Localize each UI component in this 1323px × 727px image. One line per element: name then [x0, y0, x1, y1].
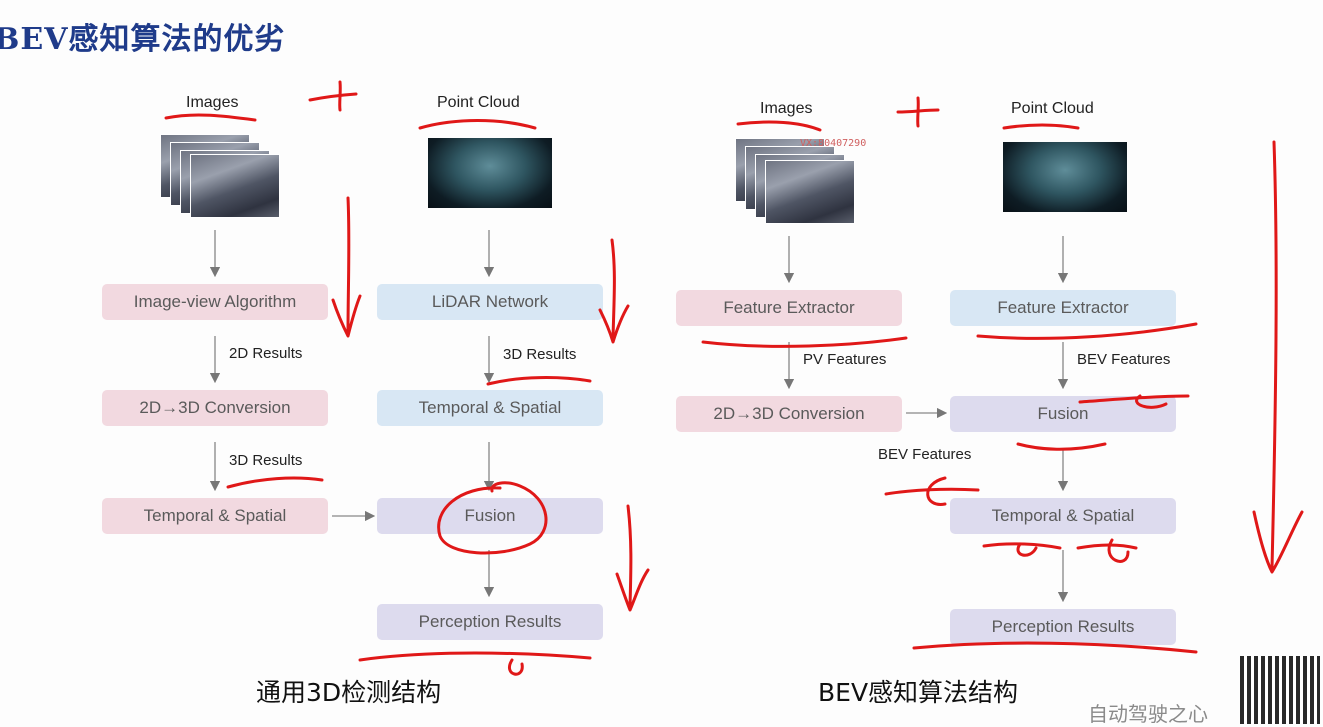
left-2d-results-label: 2D Results: [229, 345, 303, 362]
right-conversion-box: 2D→3D Conversion: [676, 396, 902, 432]
left-pointcloud-image: [428, 138, 552, 208]
right-fusion-box: Fusion: [950, 396, 1176, 432]
left-temporal-right-box: Temporal & Spatial: [377, 390, 603, 426]
right-perception-box: Perception Results: [950, 609, 1176, 645]
left-conversion-box: 2D→3D Conversion: [102, 390, 328, 426]
right-caption: BEV感知算法结构: [818, 678, 1019, 707]
right-feature-right-box: Feature Extractor: [950, 290, 1176, 326]
overlay-id-text: VX:80407290: [800, 138, 867, 149]
left-lidar-box: LiDAR Network: [377, 284, 603, 320]
left-images-label: Images: [186, 94, 239, 111]
watermark-text: 自动驾驶之心: [1088, 702, 1208, 726]
right-feature-left-box: Feature Extractor: [676, 290, 902, 326]
page-title: BEV感知算法的优劣: [0, 22, 286, 57]
hand-annotations: [164, 80, 1304, 676]
right-bev-features-label-a: BEV Features: [1077, 351, 1171, 368]
right-pointcloud-image: [1003, 142, 1127, 212]
left-3d-results-label-b: 3D Results: [229, 452, 303, 469]
left-pointcloud-label: Point Cloud: [437, 94, 520, 111]
left-image-view-box: Image-view Algorithm: [102, 284, 328, 320]
right-temporal-box: Temporal & Spatial: [950, 498, 1176, 534]
left-3d-results-label-a: 3D Results: [503, 346, 577, 363]
right-pointcloud-label: Point Cloud: [1011, 100, 1094, 117]
left-caption: 通用3D检测结构: [256, 678, 442, 707]
left-temporal-left-box: Temporal & Spatial: [102, 498, 328, 534]
left-fusion-box: Fusion: [377, 498, 603, 534]
right-bev-features-label-b: BEV Features: [878, 446, 972, 463]
right-pv-features-label: PV Features: [803, 351, 887, 368]
right-images-label: Images: [760, 100, 813, 117]
left-perception-box: Perception Results: [377, 604, 603, 640]
qr-code-icon: [1240, 656, 1320, 724]
